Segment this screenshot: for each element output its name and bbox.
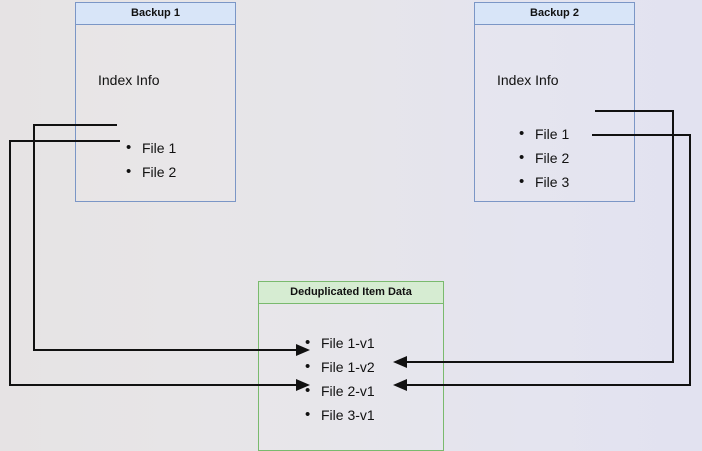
- list-item: File 3-v1: [305, 403, 375, 427]
- backup-1-title: Backup 1: [76, 3, 235, 25]
- backup-1-file-list: File 1 File 2: [126, 136, 176, 184]
- list-item: File 1: [519, 122, 569, 146]
- backup-2-box: Backup 2 Index Info File 1 File 2 File 3: [474, 2, 635, 202]
- dedup-body: File 1-v1 File 1-v2 File 2-v1 File 3-v1: [259, 304, 443, 450]
- backup-1-index-label: Index Info: [98, 72, 160, 88]
- backup-2-title: Backup 2: [475, 3, 634, 25]
- backup-2-body: Index Info File 1 File 2 File 3: [475, 25, 634, 201]
- list-item: File 1: [126, 136, 176, 160]
- list-item: File 2: [519, 146, 569, 170]
- list-item: File 1-v2: [305, 355, 375, 379]
- list-item: File 2-v1: [305, 379, 375, 403]
- deduplicated-item-data-box: Deduplicated Item Data File 1-v1 File 1-…: [258, 281, 444, 451]
- backup-2-index-label: Index Info: [497, 72, 559, 88]
- backup-1-box: Backup 1 Index Info File 1 File 2: [75, 2, 236, 202]
- list-item: File 3: [519, 170, 569, 194]
- backup-2-file-list: File 1 File 2 File 3: [519, 122, 569, 194]
- list-item: File 1-v1: [305, 331, 375, 355]
- dedup-item-list: File 1-v1 File 1-v2 File 2-v1 File 3-v1: [305, 331, 375, 427]
- backup-1-body: Index Info File 1 File 2: [76, 25, 235, 201]
- dedup-title: Deduplicated Item Data: [259, 282, 443, 304]
- list-item: File 2: [126, 160, 176, 184]
